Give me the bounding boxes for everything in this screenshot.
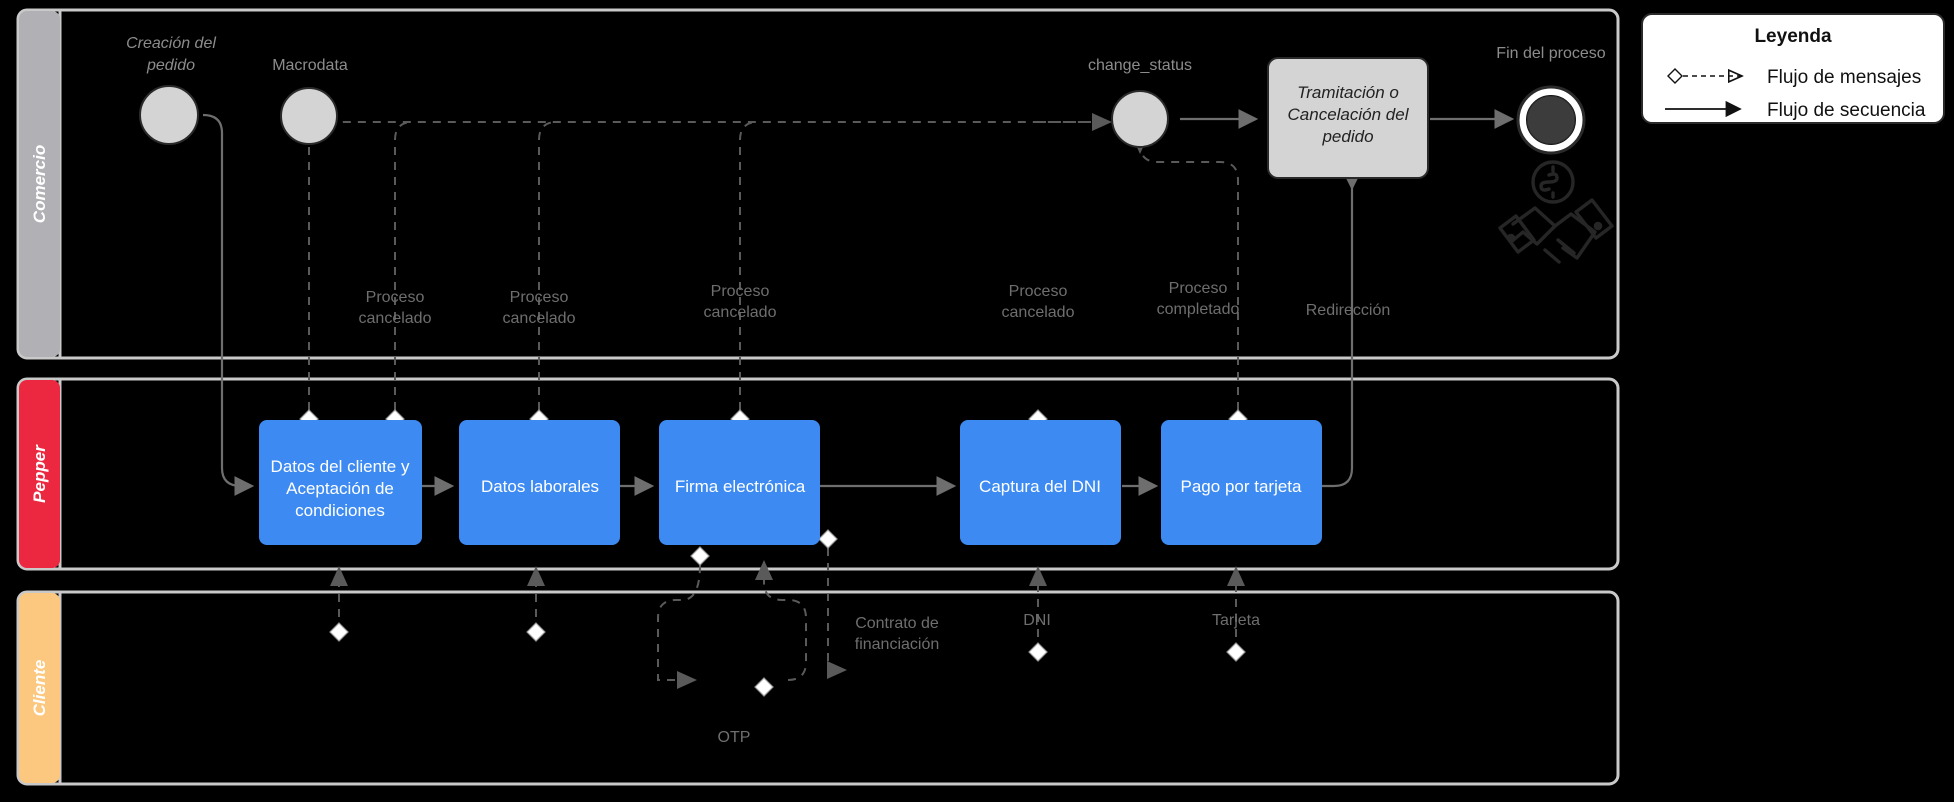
pool-pepper: Pepper (16, 377, 1620, 571)
legend-row-message-flow: Flujo de mensajes (1667, 67, 1921, 88)
task-datos-laborales[interactable]: Datos laborales (459, 420, 620, 545)
task-label-firma: Firma electrónica (675, 477, 806, 496)
flow-label-cancel1-l2: cancelado (359, 310, 432, 327)
event-fin-del-proceso[interactable]: Fin del proceso (1496, 45, 1606, 155)
task-label-line1: Tramitación o (1297, 83, 1399, 102)
task-tramitacion[interactable]: Tramitación o Cancelación del pedido (1267, 57, 1429, 179)
msg-diamond (690, 546, 710, 566)
event-label-line1: Creación del (126, 35, 216, 52)
task-label-line2: Cancelación del (1288, 105, 1410, 124)
flow-label-dni: DNI (1023, 612, 1051, 629)
task-datos-del-cliente[interactable]: Datos del cliente y Aceptación de condic… (259, 420, 422, 545)
flow-label-redireccion: Redirección (1306, 302, 1390, 319)
event-label-change-status: change_status (1088, 57, 1192, 74)
event-label-line2: pedido (146, 57, 195, 74)
legend-title: Leyenda (1754, 26, 1832, 47)
flow-label-completado-l1: Proceso (1169, 280, 1228, 297)
flow-label-cancel3-l2: cancelado (704, 304, 777, 321)
flow-labels: Proceso cancelado Proceso cancelado Proc… (359, 280, 1391, 746)
lane-label-comercio: Comercio (30, 145, 49, 223)
flow-label-cancel4-l2: cancelado (1002, 304, 1075, 321)
event-macrodata[interactable]: Macrodata (272, 57, 348, 145)
legend-diamond-icon (1667, 68, 1683, 84)
msg-diamond (818, 529, 838, 549)
flow-label-otp: OTP (718, 729, 751, 746)
event-change-status[interactable]: change_status (1088, 57, 1192, 148)
msg-diamond (526, 622, 546, 642)
pool-cliente: Cliente (16, 590, 1620, 786)
legend-label-message-flow: Flujo de mensajes (1767, 67, 1921, 88)
flow-label-contrato-l1: Contrato de (855, 615, 939, 632)
legend-row-sequence-flow: Flujo de secuencia (1665, 100, 1926, 121)
task-captura-del-dni[interactable]: Captura del DNI (960, 420, 1121, 545)
pool-comercio: Comercio (16, 8, 1620, 360)
flow-label-completado-l2: completado (1157, 301, 1240, 318)
task-label-line3: pedido (1321, 127, 1373, 146)
lane-label-pepper: Pepper (30, 444, 49, 503)
flow-label-cancel2-l2: cancelado (503, 310, 576, 327)
task-label-pago: Pago por tarjeta (1181, 477, 1303, 496)
flow-label-cancel1-l1: Proceso (366, 289, 425, 306)
task-firma-electronica[interactable]: Firma electrónica (659, 420, 820, 545)
task-label-datos-laborales: Datos laborales (481, 477, 599, 496)
lane-label-cliente: Cliente (30, 660, 49, 717)
message-flows (308, 113, 1245, 689)
legend-label-sequence-flow: Flujo de secuencia (1767, 100, 1926, 121)
event-creacion-del-pedido[interactable]: Creación del pedido (126, 35, 216, 145)
msg-diamond (329, 622, 349, 642)
task-label-line1: Datos del cliente y (271, 457, 410, 476)
flow-label-tarjeta: Tarjeta (1212, 612, 1260, 629)
legend-panel: Leyenda Flujo de mensajes Flujo de secue… (1641, 13, 1945, 124)
handshake-money-icon (1498, 160, 1614, 264)
event-label-fin: Fin del proceso (1496, 45, 1605, 62)
task-label-line3: condiciones (295, 501, 385, 520)
task-pago-por-tarjeta[interactable]: Pago por tarjeta (1161, 420, 1322, 545)
flow-label-cancel3-l1: Proceso (711, 283, 770, 300)
event-label-macrodata: Macrodata (272, 57, 348, 74)
msg-diamond (1028, 642, 1048, 662)
task-label-line2: Aceptación de (286, 479, 394, 498)
msg-diamond (1226, 642, 1246, 662)
task-label-dni: Captura del DNI (979, 477, 1101, 496)
flow-label-contrato-l2: financiación (855, 636, 940, 653)
flow-label-cancel4-l1: Proceso (1009, 283, 1068, 300)
msg-diamond (754, 677, 774, 697)
flow-label-cancel2-l1: Proceso (510, 289, 569, 306)
